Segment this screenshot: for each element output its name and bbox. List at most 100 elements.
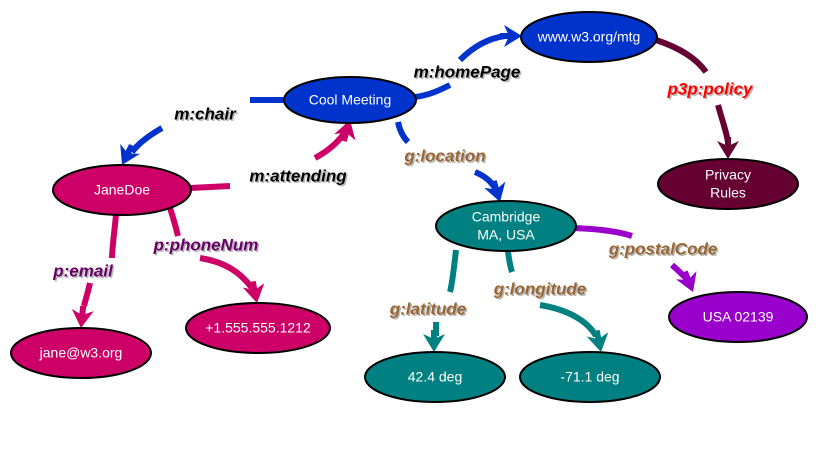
edge-line-homepage	[414, 82, 452, 100]
node-ellipse	[185, 302, 331, 354]
node-ellipse	[52, 164, 192, 216]
edge-line-homepage	[457, 33, 506, 63]
edge-line-longitude	[539, 302, 599, 338]
edge-line-phone	[167, 207, 181, 237]
edge-label-text: g:postalCode	[608, 239, 718, 258]
edge-line-email	[109, 214, 119, 259]
node-ellipse	[519, 351, 661, 403]
edge-label-shadow: m:chair	[176, 106, 239, 125]
edge-chair	[120, 97, 284, 165]
edge-line-latitude	[447, 249, 459, 293]
edge-line-longitude	[505, 250, 515, 273]
node-longitude[interactable]: -71.1 deg	[519, 351, 661, 403]
edge-label-text: g:latitude	[389, 299, 467, 318]
node-label: Cool Meeting	[309, 92, 392, 108]
node-email[interactable]: jane@w3.org	[10, 327, 152, 379]
edge-label-shadow: p3p:policy	[668, 81, 756, 100]
edge-line-email	[79, 305, 87, 316]
edge-line-chair	[125, 143, 135, 155]
arrowhead-icon	[676, 271, 697, 292]
node-ellipse	[668, 291, 808, 343]
arrowhead-icon	[484, 181, 506, 202]
edge-label-text: p:phoneNum	[153, 235, 259, 254]
arrowhead-icon	[504, 25, 522, 47]
node-label: jane@w3.org	[39, 345, 123, 361]
edge-postal	[573, 225, 697, 292]
node-label: MA, USA	[477, 227, 535, 243]
edge-line-phone	[199, 255, 255, 290]
edge-label-text: m:homePage	[414, 62, 521, 81]
edge-line-chair	[129, 125, 164, 154]
edge-label-shadow: g:location	[405, 148, 487, 167]
arrowhead-icon	[242, 283, 265, 303]
node-label: Privacy	[705, 167, 751, 183]
edge-line-longitude	[593, 329, 602, 340]
edge-longitude	[505, 250, 609, 352]
edge-label-text: m:attending	[249, 166, 347, 185]
edge-label-text: g:longitude	[493, 279, 587, 298]
node-label: JaneDoe	[94, 182, 150, 198]
edge-line-location	[490, 180, 500, 191]
edge-label-shadow: g:longitude	[494, 281, 588, 300]
edge-line-postal	[573, 225, 633, 239]
node-label: www.w3.org/mtg	[537, 29, 641, 45]
arrowhead-icon	[423, 334, 445, 352]
arrowhead-icon	[586, 332, 609, 352]
edge-phone	[167, 207, 265, 303]
arrowhead-icon	[334, 120, 356, 141]
node-ellipse	[520, 11, 658, 63]
arrowhead-icon	[717, 141, 739, 159]
node-latitude[interactable]: 42.4 deg	[364, 351, 506, 403]
node-label: USA 02139	[703, 309, 774, 325]
node-label: 42.4 deg	[408, 369, 463, 385]
node-ellipse	[657, 158, 799, 210]
edge-homepage	[414, 25, 522, 100]
edge-line-location	[395, 121, 411, 145]
edge-label-shadow: p:email	[54, 263, 116, 282]
node-postal[interactable]: USA 02139	[668, 291, 808, 343]
edge-line-attending	[189, 183, 231, 191]
edge-layer	[71, 25, 739, 352]
node-phone[interactable]: +1.555.555.1212	[185, 302, 331, 354]
node-ellipse	[435, 200, 577, 252]
edge-line-postal	[682, 270, 691, 282]
node-ellipse	[10, 327, 152, 379]
edge-label-shadow: g:postalCode	[609, 241, 719, 260]
arrowhead-icon	[71, 308, 94, 328]
edge-label-text: p3p:policy	[666, 79, 754, 98]
edge-latitude	[423, 249, 459, 352]
edge-email	[71, 214, 119, 328]
edge-label-shadow: m:homePage	[415, 64, 522, 83]
node-label: Cambridge	[472, 209, 541, 225]
node-cool-meeting[interactable]: Cool Meeting	[283, 76, 417, 124]
edge-label-shadow: g:latitude	[390, 301, 468, 320]
node-label: +1.555.555.1212	[205, 320, 311, 336]
edge-attending	[189, 120, 356, 191]
edge-location	[395, 121, 506, 202]
edge-line-email	[81, 282, 93, 307]
edge-line-attending	[340, 131, 350, 142]
node-homepage[interactable]: www.w3.org/mtg	[520, 11, 658, 63]
edge-line-policy	[715, 104, 731, 143]
edge-label-shadow: p:phoneNum	[154, 237, 260, 256]
node-ellipse	[364, 351, 506, 403]
node-label: Rules	[710, 185, 746, 201]
edge-policy	[655, 37, 739, 159]
edge-label-text: m:chair	[174, 104, 237, 123]
node-jane-doe[interactable]: JaneDoe	[52, 164, 192, 216]
edge-line-attending	[313, 130, 348, 161]
edge-label-shadow: m:attending	[251, 168, 349, 187]
